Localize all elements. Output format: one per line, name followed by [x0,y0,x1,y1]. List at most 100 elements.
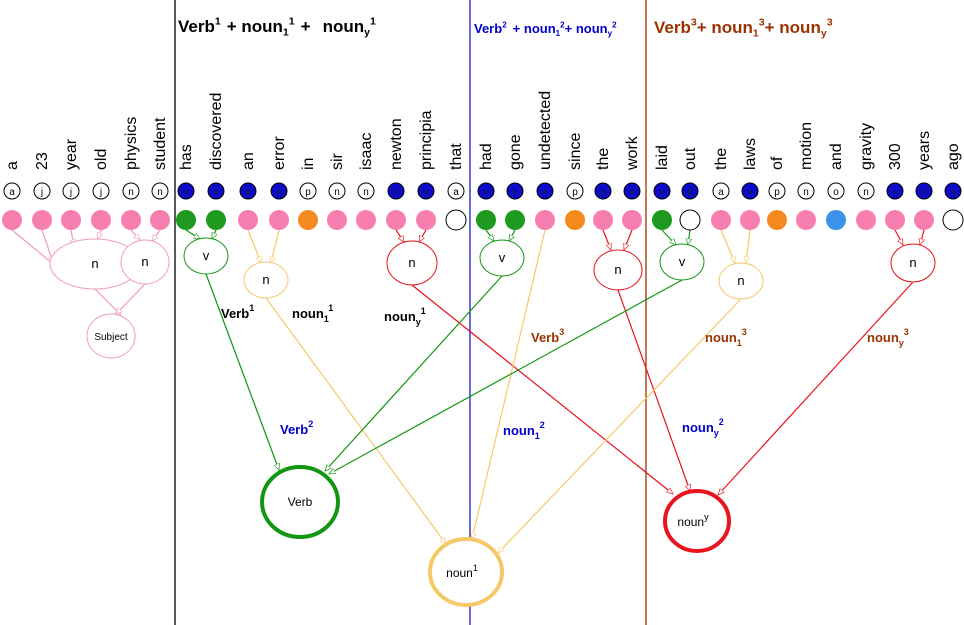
edge-10 [247,229,261,263]
node-label-n2: n [262,272,269,287]
word-19: since [567,133,584,170]
word-dot-4 [121,210,141,230]
word-dot-13 [386,210,406,230]
edge-label-verb3: Verb3 [531,327,564,345]
edge-27 [325,275,503,471]
tag-circle-21 [623,182,641,200]
tag-label-8: a [245,187,251,198]
h2-verb-sup: 2 [502,20,507,30]
word-28: and [828,143,845,170]
word-dot-17 [505,210,525,230]
h3-verb: Verb [654,18,691,37]
tag-circle-29 [857,182,875,200]
tag-label-21: n [629,187,635,198]
edge-label-verb1: Verb1 [221,303,254,321]
word-25: laws [742,138,759,170]
word-26: of [769,156,786,170]
tag-circle-8 [239,182,257,200]
tag-label-26: p [774,187,780,198]
node-label-noun1: noun1 [446,563,478,580]
edge-20 [720,229,736,263]
h2-verb: Verb [474,21,503,36]
tag-circle-11 [328,182,346,200]
h1-noun1-sup: 1 [288,15,295,28]
edge-28 [472,229,546,539]
edge-17 [624,229,633,250]
tag-circle-30 [886,182,904,200]
tag-label-1: j [40,187,43,198]
tag-circle-0 [3,182,21,200]
section-2-formula: Verb2+ noun12+ nouny2 [474,20,617,38]
tag-circle-12 [357,182,375,200]
node-label-n4: n [614,262,621,277]
edge-24 [205,273,279,470]
edge-7 [116,283,146,314]
word-dot-27 [796,210,816,230]
node-label-verb: Verb [288,495,313,509]
word-7: discovered [208,93,225,170]
edge-21 [746,229,751,263]
tag-circle-13 [387,182,405,200]
h3-noun1-sub: 1 [752,27,759,40]
tag-circle-3 [92,182,110,200]
word-30: 300 [887,143,904,170]
tag-label-4: n [128,187,134,198]
edge-14 [485,229,494,241]
edge-label-noun13: noun13 [705,327,747,348]
tag-circle-31 [915,182,933,200]
edge-25 [265,297,446,544]
tag-label-28: o [833,187,839,198]
tag-label-24: a [718,187,724,198]
word-dot-1 [32,210,52,230]
node-label-n3: n [408,255,415,270]
word-13: newton [388,118,405,170]
word-8: an [240,152,257,170]
node-n2 [243,261,289,299]
word-dot-23 [679,209,701,231]
edge-11 [271,229,280,263]
tag-label-13: n [393,187,399,198]
tag-label-2: j [69,187,72,198]
tag-circle-27 [797,182,815,200]
edge-9 [211,229,216,239]
tag-label-18: a [542,187,548,198]
h1-verb: Verb [178,17,215,36]
edge-label-nouny1: nouny1 [384,306,426,327]
h3-nouny-sub: y [820,27,827,40]
tag-label-10: p [305,187,311,198]
node-label-v2: v [499,250,506,265]
edge-19 [688,229,690,245]
edge-label-noun12: noun12 [503,420,545,441]
word-dot-6 [176,210,196,230]
word-dot-16 [476,210,496,230]
node-label-n5: n [737,273,744,288]
tag-circle-18 [536,182,554,200]
word-dot-22 [652,210,672,230]
word-27: motion [798,122,815,170]
tag-circle-9 [270,182,288,200]
tag-label-3: j [99,187,102,198]
section-1-formula: Verb1+ noun11+nouny1 [178,15,376,38]
tag-label-5: n [157,187,163,198]
edge-6 [94,288,121,315]
word-24: the [713,148,730,170]
node-nouny [663,489,731,553]
tag-circle-7 [207,182,225,200]
node-n_b [120,239,170,285]
word-12: isaac [358,133,375,170]
tag-label-16: v [484,187,489,198]
tag-circle-22 [653,182,671,200]
word-dot-5 [150,210,170,230]
tag-circle-14 [417,182,435,200]
word-dot-0 [2,210,22,230]
word-5: student [152,117,169,170]
node-label-n_a: n [91,256,98,271]
tag-circle-2 [62,182,80,200]
h3-noun1-sup: 3 [758,16,765,29]
node-n5 [718,262,764,300]
word-20: the [595,148,612,170]
word-dot-9 [269,210,289,230]
tag-circle-24 [712,182,730,200]
tag-label-15: a [453,187,459,198]
node-n6 [890,243,936,283]
